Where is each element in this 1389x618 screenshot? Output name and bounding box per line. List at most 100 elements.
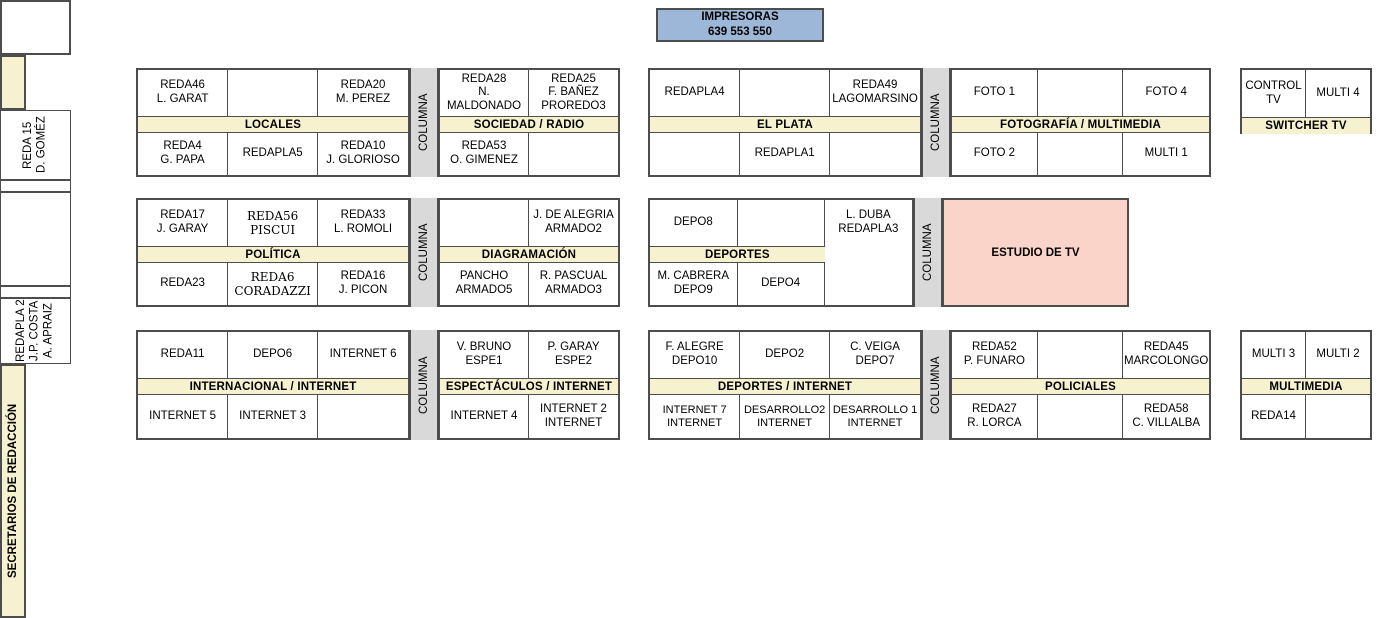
seat-reda45[interactable]: REDA45 MARCOLONGO <box>1124 341 1209 367</box>
seat-multi-1[interactable]: MULTI 1 <box>1144 147 1188 160</box>
seat-empty[interactable] <box>1306 395 1370 438</box>
seat-internet-6[interactable]: INTERNET 6 <box>329 348 397 361</box>
seat-empty[interactable] <box>529 133 618 175</box>
seat-foto-1[interactable]: FOTO 1 <box>952 70 1038 116</box>
seat-reda14[interactable]: REDA14 <box>1242 395 1306 438</box>
block-internacional-row-bottom: INTERNET 5 INTERNET 3 <box>138 395 408 438</box>
seat-internet-3[interactable]: INTERNET 3 <box>228 395 319 438</box>
seat-p-garay[interactable]: P. GARAY ESPE2 <box>547 341 600 367</box>
seat-reda56[interactable]: REDA56 PISCUI <box>228 200 319 246</box>
seat-foto-2[interactable]: FOTO 2 <box>952 133 1038 175</box>
block-elplata-row-top: REDAPLA4 REDA49 LAGOMARSINO <box>650 70 920 116</box>
seat-reda10[interactable]: REDA10 J. GLORIOSO <box>326 140 400 166</box>
seat-control-tv[interactable]: CONTROL TV <box>1242 70 1306 117</box>
seat-f-alegre[interactable]: F. ALEGRE DEPO10 <box>650 332 741 378</box>
seat-reda49[interactable]: REDA49 LAGOMARSINO <box>832 79 918 105</box>
block-switcher-tv: CONTROL TV MULTI 4 SWITCHER TV <box>1240 68 1372 134</box>
block-label-policiales: POLICIALES <box>952 378 1209 395</box>
seat-internet-5[interactable]: INTERNET 5 <box>138 395 229 438</box>
seat-r-pascual[interactable]: R. PASCUAL ARMADO3 <box>539 270 608 296</box>
seat-reda25[interactable]: REDA25 F. BAÑEZ PROREDO3 <box>541 72 606 112</box>
printers-box[interactable]: IMPRESORAS 639 553 550 <box>656 8 824 42</box>
seat-depo6[interactable]: DEPO6 <box>228 332 319 378</box>
block-multimedia-row-top: MULTI 3 MULTI 2 <box>1242 332 1370 378</box>
block-sociedad-radio: REDA28 N. MALDONADO REDA25 F. BAÑEZ PROR… <box>438 68 620 177</box>
seat-multi-2[interactable]: MULTI 2 <box>1316 348 1360 361</box>
seat-empty[interactable] <box>318 395 408 438</box>
seat-empty[interactable] <box>738 200 825 246</box>
block-politica-row-bottom: REDA23 REDA6 CORADAZZI REDA16 J. PICON <box>138 263 408 305</box>
seat-reda58[interactable]: REDA58 C. VILLALBA <box>1132 402 1201 429</box>
block-diagramacion-row-bottom: PANCHO ARMADO5 R. PASCUAL ARMADO3 <box>440 263 618 305</box>
seat-multi-4[interactable]: MULTI 4 <box>1316 86 1360 99</box>
seat-v-bruno[interactable]: V. BRUNO ESPE1 <box>440 332 529 378</box>
sidebar-cell-redapla2[interactable]: REDAPLA 2 J.P. COSTA A. APRAIZ <box>0 298 71 364</box>
block-locales-row-top: REDA46 L. GARAT REDA20 M. PEREZ <box>138 70 408 116</box>
block-espectaculos-row-top: V. BRUNO ESPE1 P. GARAY ESPE2 <box>440 332 618 378</box>
seat-redapla4[interactable]: REDAPLA4 <box>650 70 741 116</box>
sidebar-top-empty-cell[interactable] <box>0 0 71 55</box>
seat-reda33[interactable]: REDA33 L. ROMOLI <box>333 209 393 235</box>
sidebar-cell-empty-2[interactable] <box>0 192 71 286</box>
block-estudio-de-tv[interactable]: ESTUDIO DE TV <box>942 198 1129 307</box>
seat-empty[interactable] <box>228 70 319 116</box>
seat-reda4[interactable]: REDA4 G. PAPA <box>138 133 229 175</box>
seat-depo8[interactable]: DEPO8 <box>650 200 738 246</box>
seat-redapla1[interactable]: REDAPLA1 <box>740 133 831 175</box>
seat-reda53[interactable]: REDA53 O. GIMENEZ <box>440 133 529 175</box>
columna-strip-3: COLUMNA <box>410 198 438 307</box>
seat-internet-7[interactable]: INTERNET 7 INTERNET <box>650 395 741 438</box>
seat-empty[interactable] <box>1038 395 1124 438</box>
seat-reda23[interactable]: REDA23 <box>138 263 229 305</box>
sidebar-cell-reda15[interactable]: REDA 15 D. GOMÉZ <box>0 110 71 180</box>
seat-j-de-alegria[interactable]: J. DE ALEGRIA ARMADO2 <box>533 209 614 235</box>
block-label-switcher-tv: SWITCHER TV <box>1242 117 1370 134</box>
seat-empty[interactable] <box>1038 70 1124 116</box>
seat-reda46[interactable]: REDA46 L. GARAT <box>138 70 229 116</box>
seat-empty[interactable] <box>830 133 920 175</box>
seat-internet-4[interactable]: INTERNET 4 <box>440 395 529 438</box>
seat-depo2[interactable]: DEPO2 <box>740 332 831 378</box>
seat-reda28[interactable]: REDA28 N. MALDONADO <box>440 70 529 116</box>
block-sociedad-row-bottom: REDA53 O. GIMENEZ <box>440 133 618 175</box>
seat-internet-2[interactable]: INTERNET 2 INTERNET <box>540 402 607 429</box>
seat-reda11[interactable]: REDA11 <box>138 332 229 378</box>
block-label-deportes: DEPORTES <box>650 246 825 263</box>
block-foto-row-top: FOTO 1 FOTO 4 <box>952 70 1209 116</box>
sidebar-cell-empty-1[interactable] <box>0 180 71 192</box>
seat-reda6[interactable]: REDA6 CORADAZZI <box>228 263 319 305</box>
block-policiales-row-bottom: REDA27 R. LORCA REDA58 C. VILLALBA <box>952 395 1209 438</box>
seat-redapla5[interactable]: REDAPLA5 <box>228 133 319 175</box>
seat-empty[interactable] <box>1038 332 1124 378</box>
seat-l-duba[interactable]: L. DUBA REDAPLA3 <box>838 209 899 235</box>
sidebar-top-strip[interactable] <box>0 55 26 110</box>
seat-empty[interactable] <box>740 70 831 116</box>
seat-empty[interactable] <box>1038 133 1124 175</box>
seat-multi-3[interactable]: MULTI 3 <box>1242 332 1306 378</box>
block-espectaculos-row-bottom: INTERNET 4 INTERNET 2 INTERNET <box>440 395 618 438</box>
seat-reda20[interactable]: REDA20 M. PEREZ <box>335 79 391 105</box>
seat-empty[interactable] <box>650 133 741 175</box>
block-policiales-row-top: REDA52 P. FUNARO REDA45 MARCOLONGO <box>952 332 1209 378</box>
seat-desarrollo-2[interactable]: DESARROLLO2 INTERNET <box>740 395 831 438</box>
seat-c-veiga[interactable]: C. VEIGA DEPO7 <box>850 341 900 367</box>
seat-reda52[interactable]: REDA52 P. FUNARO <box>952 332 1038 378</box>
block-label-sociedad-radio: SOCIEDAD / RADIO <box>440 116 618 133</box>
block-espectaculos-internet: V. BRUNO ESPE1 P. GARAY ESPE2 ESPECTÁCUL… <box>438 330 620 440</box>
seat-empty[interactable] <box>440 200 529 246</box>
seat-empty[interactable] <box>825 263 912 305</box>
seat-desarrollo-1[interactable]: DESARROLLO 1 INTERNET <box>832 403 918 429</box>
seat-reda27[interactable]: REDA27 R. LORCA <box>952 395 1038 438</box>
block-internacional-internet: REDA11 DEPO6 INTERNET 6 INTERNACIONAL / … <box>136 330 410 440</box>
seat-reda17[interactable]: REDA17 J. GARAY <box>138 200 229 246</box>
block-label-el-plata: EL PLATA <box>650 116 920 133</box>
sidebar-cell-empty-3[interactable] <box>0 286 71 298</box>
seat-foto-4[interactable]: FOTO 4 <box>1145 86 1187 99</box>
seat-m-cabrera[interactable]: M. CABRERA DEPO9 <box>650 263 738 305</box>
block-politica-row-top: REDA17 J. GARAY REDA56 PISCUI REDA33 L. … <box>138 200 408 246</box>
seat-depo4[interactable]: DEPO4 <box>738 263 825 305</box>
seat-pancho[interactable]: PANCHO ARMADO5 <box>440 263 529 305</box>
columna-strip-2: COLUMNA <box>922 68 950 177</box>
seat-reda16[interactable]: REDA16 J. PICON <box>338 270 388 296</box>
block-label-fotografia-multimedia: FOTOGRAFÍA / MULTIMEDIA <box>952 116 1209 133</box>
